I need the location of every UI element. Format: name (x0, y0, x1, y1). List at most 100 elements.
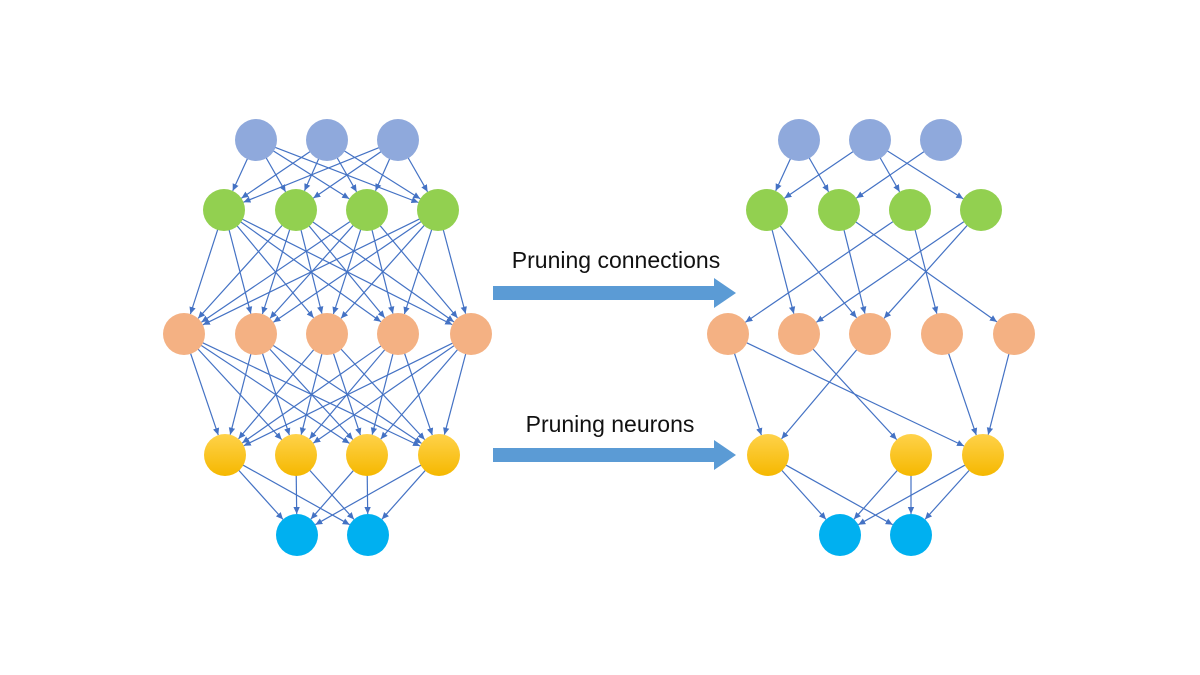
original-connection-hidden1-2-to-hidden2-0 (201, 220, 352, 323)
original-connection-hidden2-0-to-hidden3-1 (196, 347, 283, 441)
original-connection-hidden2-4-to-hidden3-1 (312, 344, 456, 444)
original-hidden2-neuron-2 (235, 313, 277, 355)
original-hidden3-neuron-1 (204, 434, 246, 476)
original-connection-hidden1-3-to-hidden2-3 (403, 227, 433, 315)
original-connection-hidden2-2-to-hidden3-2 (332, 351, 362, 436)
original-network-neurons (163, 119, 492, 556)
pruned-hidden3-neuron-3 (962, 434, 1004, 476)
transition-arrows (493, 278, 736, 470)
original-connection-hidden2-2-to-hidden3-1 (299, 352, 323, 435)
original-connection-hidden2-0-to-hidden3-0 (189, 351, 220, 436)
pruning-neurons-arrow (493, 440, 736, 470)
original-input-neuron-2 (306, 119, 348, 161)
pruned-network (707, 119, 1035, 556)
pruned-input-neuron-2 (849, 119, 891, 161)
original-hidden3-neuron-3 (346, 434, 388, 476)
pruned-connection-input-2-to-hidden1-1 (855, 150, 926, 199)
original-connection-hidden2-3-to-hidden3-1 (309, 348, 387, 440)
original-connection-hidden3-2-to-output-1 (364, 473, 371, 515)
original-connection-hidden3-3-to-output-0 (315, 463, 423, 526)
original-connection-input-2-to-hidden1-2 (374, 157, 391, 192)
pruned-hidden2-neuron-3 (849, 313, 891, 355)
original-connection-hidden2-1-to-hidden3-2 (268, 347, 354, 440)
original-connection-hidden2-0-to-hidden3-2 (199, 343, 350, 444)
original-connection-input-0-to-hidden1-3 (273, 146, 419, 204)
pruned-connection-input-1-to-hidden1-0 (784, 150, 855, 199)
original-hidden2-neuron-4 (377, 313, 419, 355)
original-connection-hidden2-3-to-hidden3-3 (403, 351, 434, 436)
original-connection-hidden3-2-to-output-0 (310, 468, 355, 520)
original-network-connections (189, 146, 467, 526)
original-connection-hidden1-3-to-hidden2-0 (202, 217, 422, 326)
pruned-hidden1-neuron-1 (746, 189, 788, 231)
pruned-hidden3-neuron-2 (890, 434, 932, 476)
original-connection-hidden3-1-to-output-0 (293, 473, 300, 515)
original-connection-hidden3-0-to-output-0 (237, 468, 284, 520)
pruned-output-neuron-1 (819, 514, 861, 556)
pruned-connection-hidden2-1-to-hidden3-1 (811, 347, 898, 441)
original-connection-hidden1-3-to-hidden2-2 (340, 223, 426, 319)
original-hidden1-neuron-4 (417, 189, 459, 231)
pruned-connection-hidden3-0-to-output-0 (780, 468, 827, 520)
pruning-connections-arrow (493, 278, 736, 308)
pruned-connection-input-1-to-hidden1-3 (885, 149, 964, 200)
original-connection-hidden2-1-to-hidden3-1 (261, 351, 291, 436)
pruned-connection-hidden1-2-to-hidden2-0 (745, 220, 895, 323)
original-connection-input-1-to-hidden1-3 (342, 149, 421, 200)
original-connection-hidden2-1-to-hidden3-0 (228, 352, 252, 435)
original-connection-input-1-to-hidden1-2 (335, 156, 358, 193)
original-input-neuron-1 (235, 119, 277, 161)
original-connection-hidden1-1-to-hidden2-3 (307, 224, 386, 319)
pruned-hidden1-neuron-3 (889, 189, 931, 231)
pruned-connection-hidden1-0-to-hidden2-1 (771, 228, 796, 314)
original-connection-hidden2-3-to-hidden3-2 (370, 352, 394, 435)
original-connection-input-1-to-hidden1-0 (241, 150, 312, 199)
pruned-connection-hidden1-1-to-hidden2-2 (843, 228, 867, 314)
original-input-neuron-3 (377, 119, 419, 161)
original-connection-hidden3-1-to-output-1 (308, 468, 355, 520)
pruned-output-neuron-2 (890, 514, 932, 556)
pruned-connection-hidden1-0-to-hidden2-2 (778, 224, 858, 319)
pruned-connection-input-1-to-hidden1-2 (878, 156, 901, 193)
original-connection-input-2-to-hidden1-1 (312, 150, 383, 199)
pruned-connection-hidden1-3-to-hidden2-1 (816, 220, 966, 323)
original-connection-hidden1-0-to-hidden2-0 (189, 227, 219, 315)
pruned-connection-hidden1-3-to-hidden2-2 (883, 223, 969, 319)
original-connection-hidden2-4-to-hidden3-2 (380, 348, 460, 440)
original-hidden3-neuron-4 (418, 434, 460, 476)
pruned-hidden1-neuron-4 (960, 189, 1002, 231)
original-connection-hidden1-2-to-hidden2-2 (332, 227, 362, 315)
original-connection-input-0-to-hidden1-0 (232, 157, 249, 192)
pruned-connection-hidden3-2-to-output-1 (924, 468, 971, 520)
original-connection-hidden1-0-to-hidden2-1 (228, 228, 253, 314)
original-connection-hidden1-2-to-hidden2-3 (371, 228, 395, 314)
original-connection-input-2-to-hidden1-3 (406, 156, 429, 193)
pruned-network-neurons (707, 119, 1035, 556)
original-hidden2-neuron-5 (450, 313, 492, 355)
original-output-neuron-2 (347, 514, 389, 556)
original-network (163, 119, 492, 556)
pruned-network-connections (733, 149, 1010, 526)
original-connection-hidden1-1-to-hidden2-0 (197, 223, 284, 319)
original-hidden1-neuron-1 (203, 189, 245, 231)
pruning-connections-label: Pruning connections (511, 247, 721, 273)
pruned-connection-hidden2-0-to-hidden3-0 (733, 351, 763, 436)
original-hidden2-neuron-1 (163, 313, 205, 355)
original-connection-input-0-to-hidden1-1 (264, 156, 287, 193)
original-connection-hidden1-0-to-hidden2-3 (239, 220, 382, 323)
pruned-input-neuron-1 (778, 119, 820, 161)
original-connection-hidden1-1-to-hidden2-2 (300, 228, 324, 314)
original-connection-hidden1-0-to-hidden2-2 (235, 224, 315, 319)
pruned-input-neuron-3 (920, 119, 962, 161)
original-connection-hidden3-0-to-output-1 (241, 463, 350, 526)
original-connection-input-0-to-hidden1-2 (271, 149, 350, 200)
original-connection-hidden3-3-to-output-1 (381, 468, 427, 520)
original-output-neuron-1 (276, 514, 318, 556)
original-connection-hidden2-4-to-hidden3-3 (443, 352, 467, 435)
original-connection-hidden2-3-to-hidden3-0 (241, 344, 383, 444)
original-connection-hidden2-4-to-hidden3-0 (243, 341, 455, 447)
pruned-hidden3-neuron-1 (747, 434, 789, 476)
pruning-neurons-label: Pruning neurons (525, 411, 695, 437)
